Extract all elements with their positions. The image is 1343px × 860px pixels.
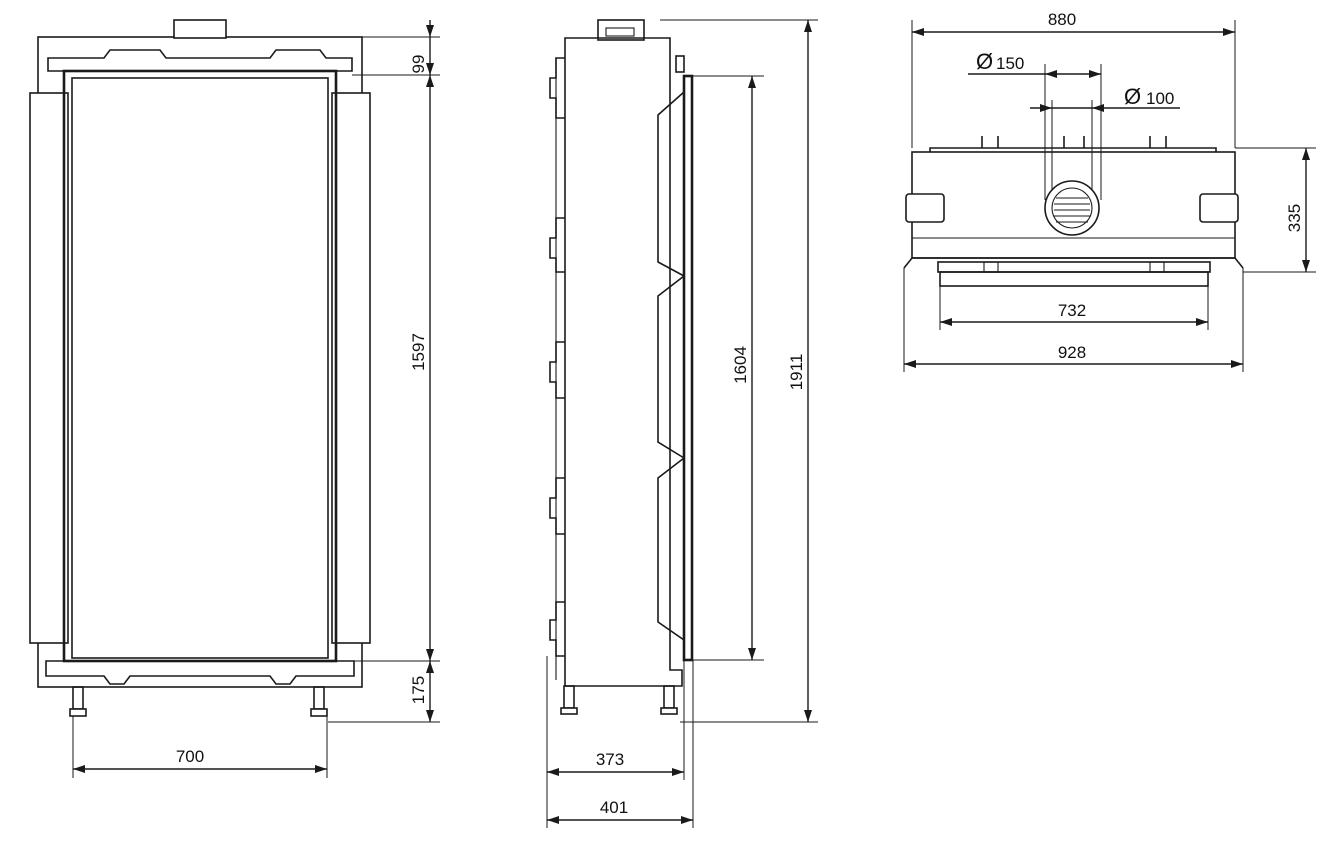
front-glass-frame (62, 69, 338, 663)
front-foot-left (69, 708, 87, 717)
side-glass-frame (682, 74, 694, 662)
top-base-rail (937, 261, 1211, 273)
dim-width-top: 880 (1048, 10, 1076, 29)
front-housing (37, 36, 363, 688)
front-top-rail (47, 49, 353, 72)
dim-leg-width: 700 (176, 747, 204, 766)
side-flue-collar (597, 19, 645, 41)
side-panel-1 (657, 91, 685, 277)
dim-top-height: 99 (409, 55, 428, 74)
dim-depth-inner: 373 (596, 750, 624, 769)
dim-side-glass-height: 1604 (731, 346, 750, 384)
top-body (911, 151, 1236, 259)
side-panel-2 (657, 275, 685, 459)
front-glass (71, 77, 329, 659)
front-flue-collar (173, 19, 227, 39)
front-leg-right (313, 686, 325, 710)
front-view: 99 1597 175 700 (29, 19, 440, 778)
front-bottom-rail (45, 660, 355, 685)
side-view: 1604 1911 373 401 (546, 19, 818, 828)
dim-flue-outer: 150 (996, 54, 1024, 73)
side-panel-3 (657, 457, 685, 641)
diameter-symbol-inner: Ø (1124, 84, 1141, 109)
side-body (564, 37, 683, 687)
dim-top-depth: 335 (1285, 204, 1304, 232)
side-leg-back (563, 685, 575, 709)
dim-base-outer: 928 (1058, 343, 1086, 362)
top-handle-left (905, 193, 945, 223)
front-right-panel (331, 92, 371, 644)
front-leg-left (72, 686, 84, 710)
dim-front-glass-height: 1597 (409, 333, 428, 371)
flue-inner-circle (1051, 187, 1093, 229)
front-foot-right (310, 708, 328, 717)
top-handle-right (1199, 193, 1239, 223)
side-leg-front (663, 685, 675, 709)
flue-outer-circle (1044, 180, 1100, 236)
dim-flue-inner: 100 (1146, 89, 1174, 108)
diameter-symbol-outer: Ø (976, 49, 993, 74)
dim-base-inner: 732 (1058, 301, 1086, 320)
top-view: 880 Ø 150 Ø 100 335 732 (903, 10, 1316, 372)
top-base-plate (939, 271, 1209, 287)
dim-total-height: 1911 (787, 354, 806, 391)
front-left-panel (29, 92, 69, 644)
dim-depth-outer: 401 (600, 798, 628, 817)
dim-base-height: 175 (409, 676, 428, 704)
